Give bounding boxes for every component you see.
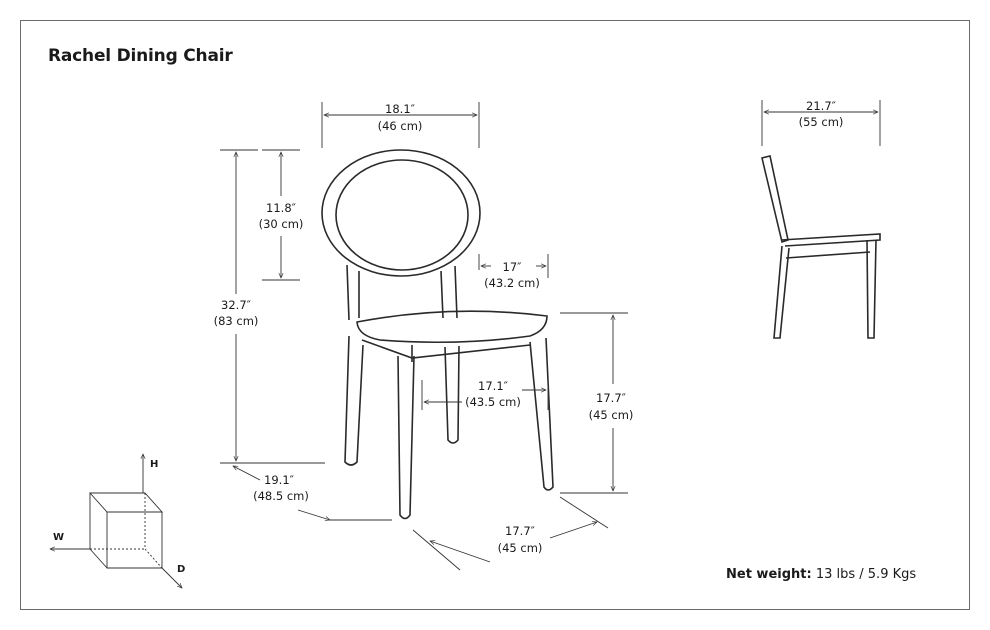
seat-height-in-label: 17.7″: [596, 391, 627, 405]
seat-depth-in-label: 17″: [503, 260, 523, 274]
net-weight: Net weight: 13 lbs / 5.9 Kgs: [726, 567, 916, 582]
seat-height-cm-label: (45 cm): [589, 408, 634, 422]
dim-seat-width: [421, 380, 549, 410]
dim-width-top: [321, 102, 480, 148]
dim-seat-height: [560, 312, 628, 494]
dim-base-width: [412, 496, 609, 571]
total-height-cm-label: (83 cm): [214, 314, 259, 328]
depth-in-label: 19.1″: [264, 473, 295, 487]
width-cm-label: (46 cm): [378, 119, 423, 133]
base-width-in-label: 17.7″: [505, 524, 536, 538]
axis-h-label: H: [150, 459, 158, 470]
dim-seat-depth: [478, 254, 549, 278]
side-depth-cm-label: (55 cm): [799, 115, 844, 129]
base-width-cm-label: (45 cm): [498, 541, 543, 555]
seat-depth-cm-label: (43.2 cm): [484, 276, 540, 290]
product-title: Rachel Dining Chair: [48, 46, 233, 66]
chair-side-view: [761, 155, 881, 339]
net-weight-value: 13 lbs / 5.9 Kgs: [811, 567, 917, 582]
dim-side-depth: [761, 100, 881, 146]
seat-width-in-label: 17.1″: [478, 379, 509, 393]
back-height-in-label: 11.8″: [266, 201, 297, 215]
axis-d-label: D: [177, 564, 185, 575]
axis-cube-icon: [50, 454, 182, 588]
seat-width-cm-label: (43.5 cm): [465, 395, 521, 409]
net-weight-label: Net weight:: [726, 567, 812, 582]
side-depth-in-label: 21.7″: [806, 99, 837, 113]
dim-total-height: [220, 149, 325, 464]
diagram-frame: [20, 20, 970, 610]
chair-front-view: [321, 149, 554, 520]
depth-cm-label: (48.5 cm): [253, 489, 309, 503]
dim-back-height: [262, 149, 300, 281]
back-height-cm-label: (30 cm): [259, 217, 304, 231]
width-in-label: 18.1″: [385, 102, 416, 116]
total-height-in-label: 32.7″: [221, 298, 252, 312]
axis-w-label: W: [53, 532, 64, 543]
dim-depth: [233, 465, 392, 520]
